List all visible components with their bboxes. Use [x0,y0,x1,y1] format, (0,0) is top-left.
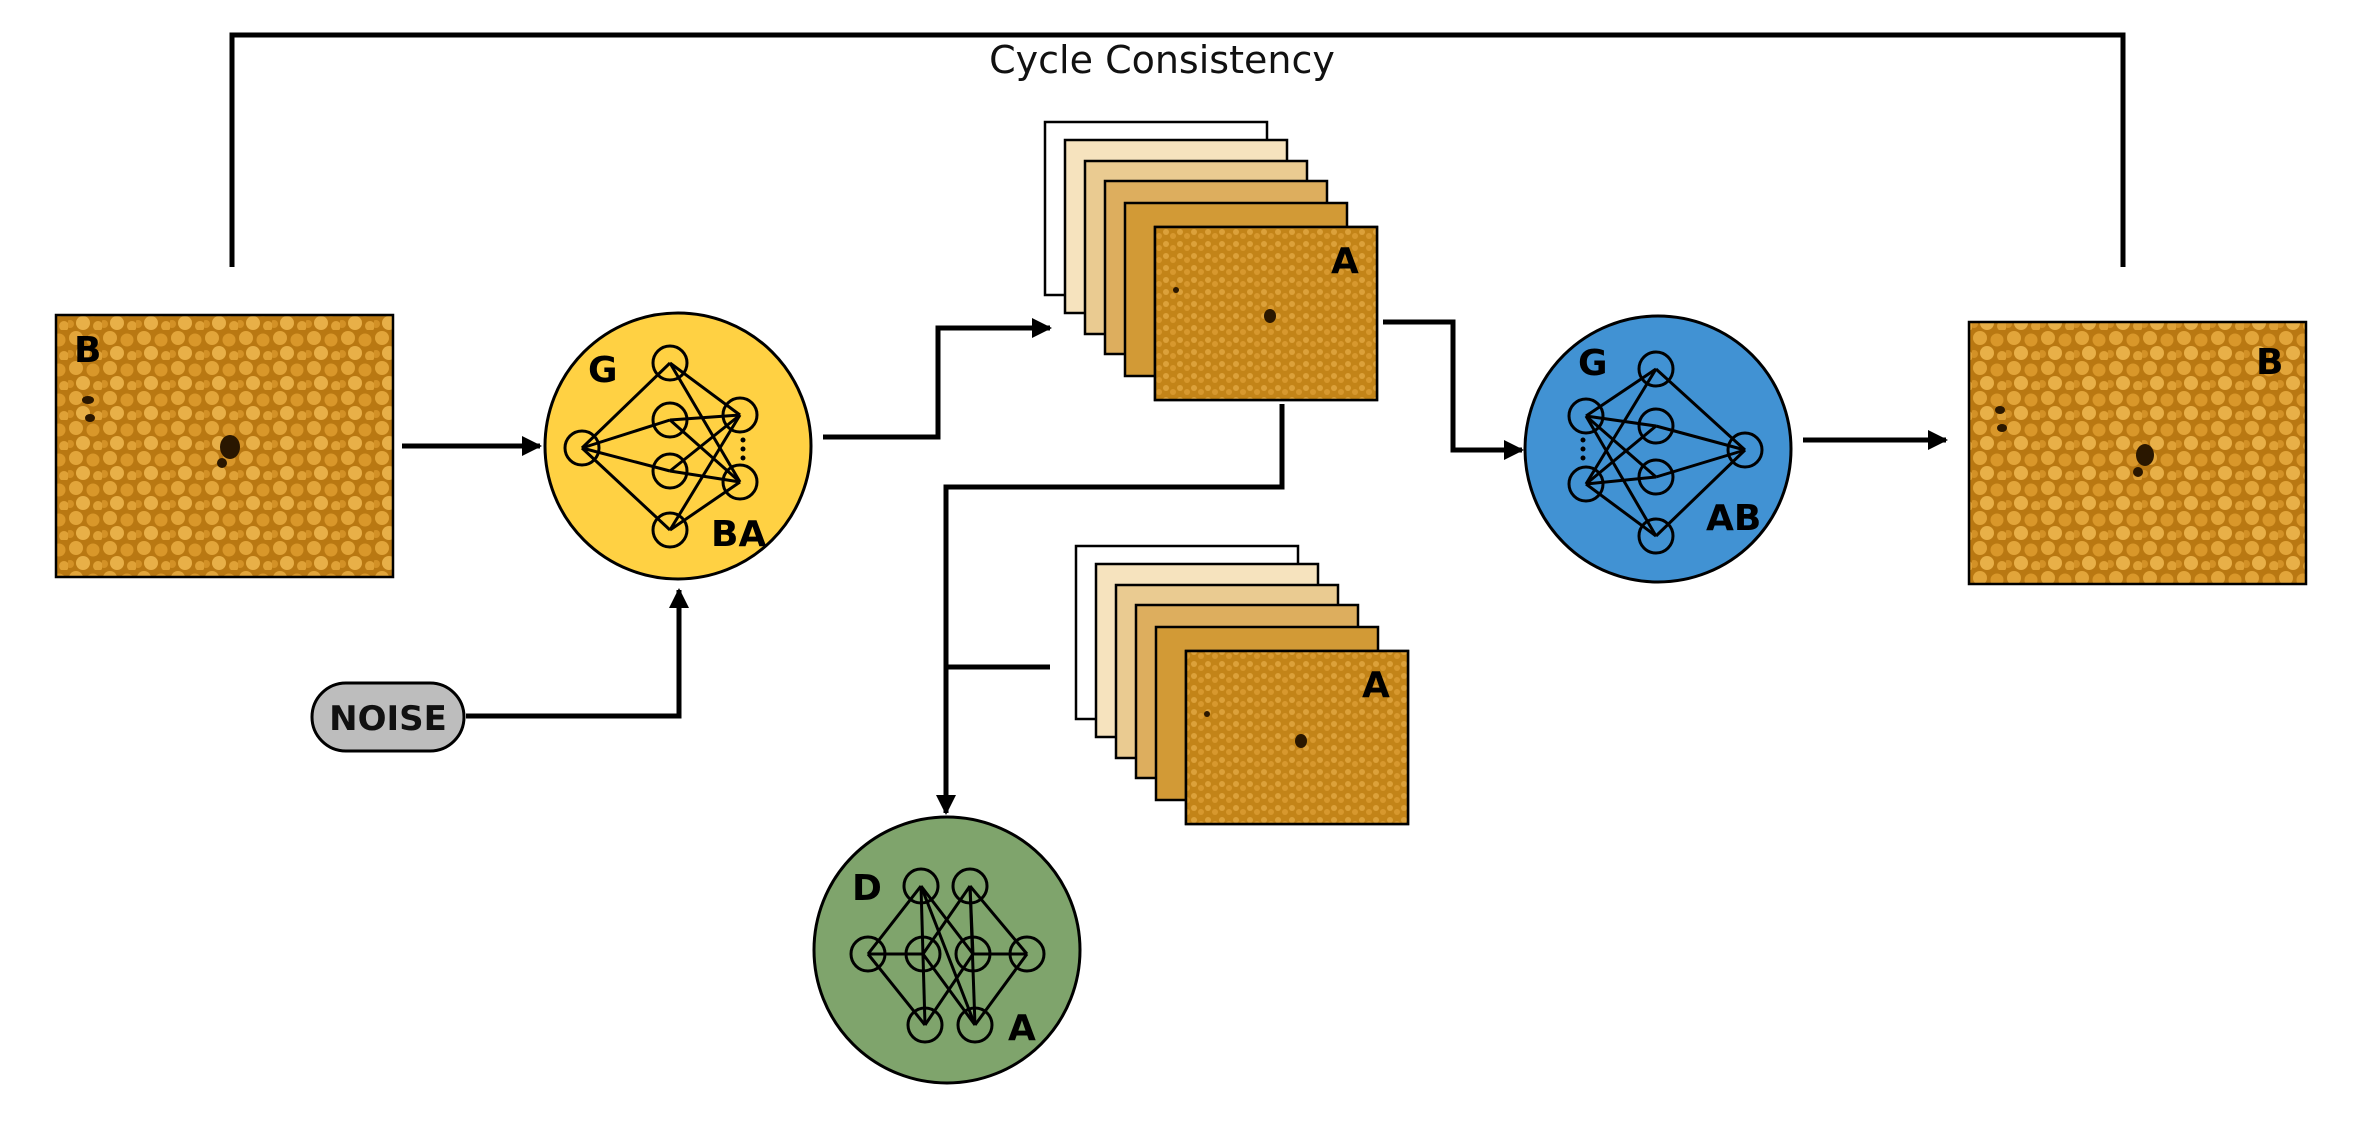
cycle-bracket [229,32,2126,267]
discriminator-a: D A [812,815,1082,1085]
noise-pill [310,681,466,753]
arrow-noise-to-generator [466,588,689,719]
arrow-generator-to-stack [823,318,1052,440]
discriminator-subscript: A [1008,1008,1036,1049]
generator-ba-subscript: BA [711,514,766,555]
generator-ab: G AB [1523,314,1793,584]
arrow-generated-to-discriminator [936,404,1285,815]
generated-image-stack: A [1043,120,1379,402]
generator-ab-circle [1523,314,1793,584]
input-image-b: B [54,313,395,579]
discriminator-letter: D [852,868,882,909]
generated-stack-label: A [1331,241,1359,282]
generator-ab-network-icon [1567,350,1764,555]
real-image-stack: A [1074,544,1410,826]
noise-input: NOISE [310,681,466,753]
generator-ba-circle [543,311,813,581]
generator-ba: G BA [543,311,813,581]
diagram-title: Cycle Consistency [989,38,1335,82]
output-image-b: B [1967,320,2308,586]
generator-ba-letter: G [588,350,618,391]
generator-ba-network-icon [563,344,759,549]
real-stack-label: A [1362,665,1390,706]
generator-ab-letter: G [1578,343,1608,384]
generator-ab-subscript: AB [1706,498,1761,539]
input-image-label: B [74,330,101,371]
discriminator-network-icon [849,867,1046,1044]
output-image-label: B [2256,342,2283,383]
noise-label: NOISE [329,699,447,739]
arrow-stack-to-generator-ab [1383,319,1524,460]
